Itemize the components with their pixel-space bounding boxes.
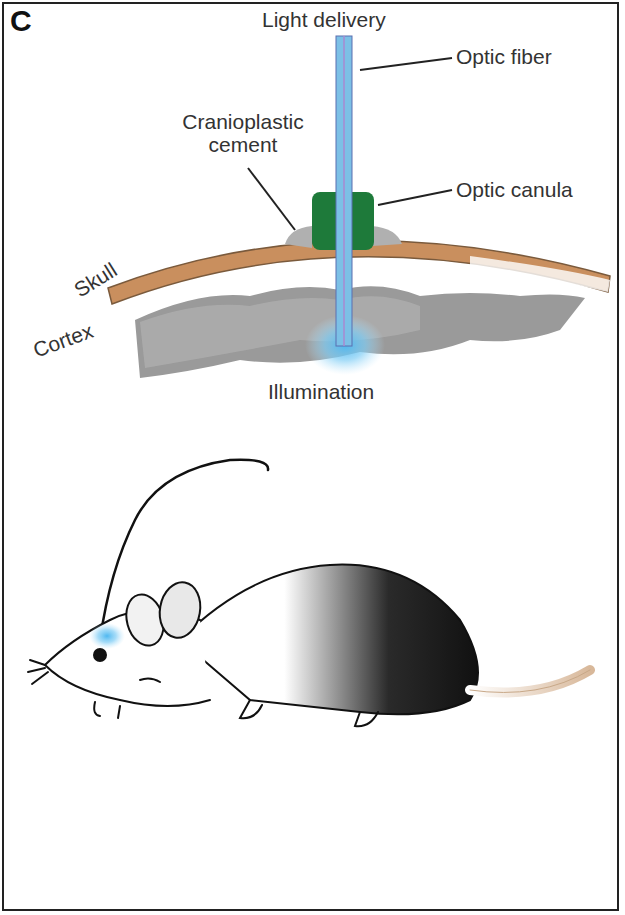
panel-letter: C — [10, 4, 32, 37]
region-label: Cortex — [30, 319, 96, 362]
part-label: Cranioplastic cement — [168, 110, 318, 156]
part-label: Optic fiber — [456, 45, 552, 68]
part-label: Illumination — [268, 380, 374, 403]
part-label: Light delivery — [262, 8, 386, 31]
part-label: Optic canula — [456, 178, 573, 201]
